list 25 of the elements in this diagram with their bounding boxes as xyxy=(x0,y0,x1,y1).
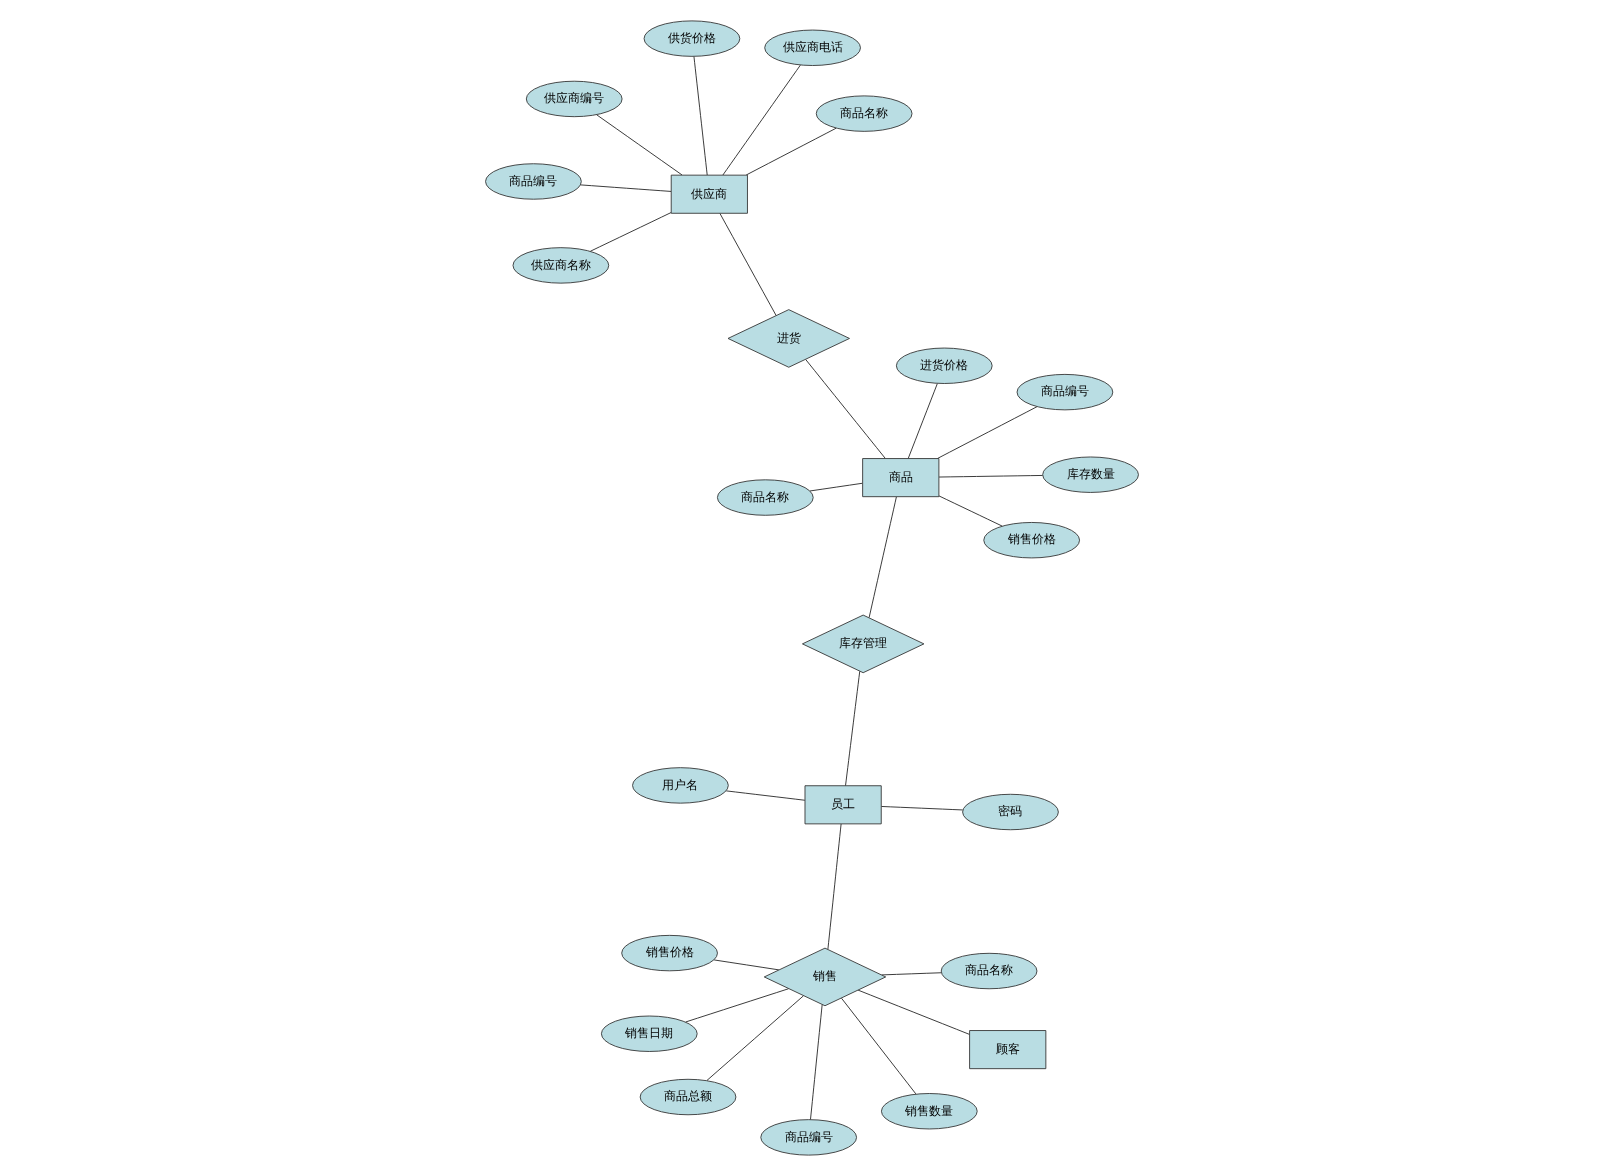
connector xyxy=(881,972,942,976)
connector xyxy=(827,823,842,950)
connector xyxy=(722,64,801,176)
connector xyxy=(938,495,1003,527)
connector xyxy=(725,790,806,801)
connector xyxy=(845,670,861,787)
connector xyxy=(706,995,804,1082)
connector xyxy=(880,806,964,811)
connector xyxy=(857,989,970,1035)
connector xyxy=(589,212,672,252)
connector xyxy=(809,482,863,492)
connector xyxy=(745,127,837,176)
connector xyxy=(868,496,897,618)
connector xyxy=(693,56,708,176)
connector xyxy=(713,959,780,971)
connector xyxy=(596,114,683,176)
connector xyxy=(937,406,1038,459)
connector xyxy=(685,988,789,1023)
connector xyxy=(841,997,917,1095)
connector xyxy=(580,184,672,192)
connector xyxy=(719,213,777,317)
connector xyxy=(938,475,1044,478)
connector xyxy=(805,359,886,459)
connector xyxy=(810,1004,823,1121)
connector xyxy=(907,383,938,459)
